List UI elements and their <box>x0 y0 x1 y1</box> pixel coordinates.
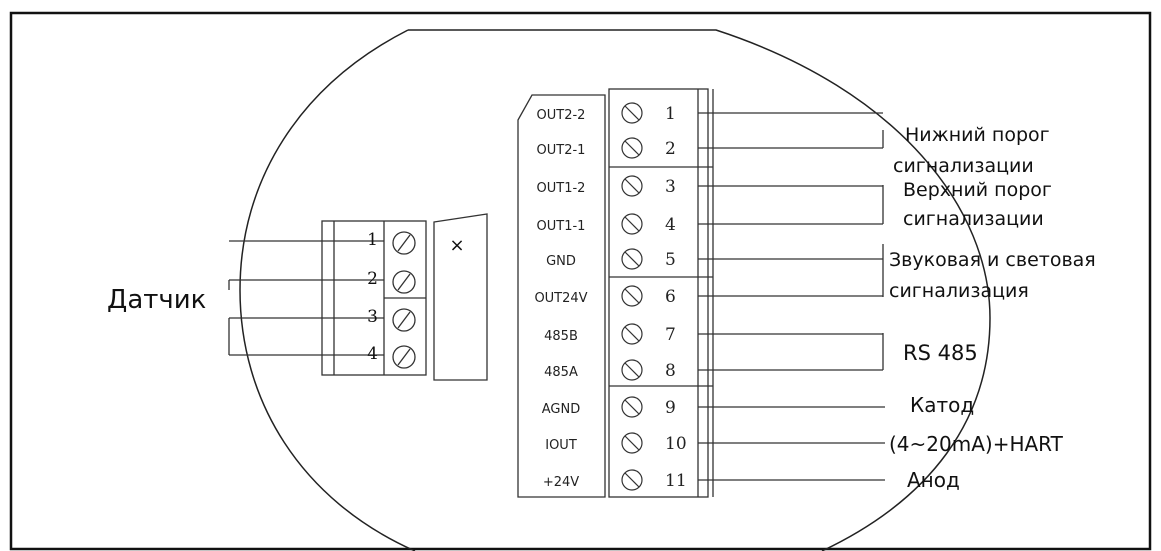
outer-frame <box>9 11 1152 551</box>
terminal-strip <box>608 88 714 498</box>
sensor-wires <box>228 240 384 356</box>
signal-label: OUT1-1 <box>537 219 586 234</box>
terminal-row: 3 <box>621 175 676 197</box>
high-alarm-line1: Верхний порог <box>903 179 1052 201</box>
screw-icon <box>392 345 416 369</box>
sensor-terminal: 3 <box>367 307 416 332</box>
x-component <box>433 213 488 381</box>
terminal-row: 7 <box>621 323 676 345</box>
screw-icon <box>392 308 416 332</box>
signal-label: OUT24V <box>534 291 587 306</box>
terminal-number: 10 <box>665 434 687 454</box>
terminal-row: 1 <box>621 102 676 124</box>
screw-icon <box>621 175 643 197</box>
screw-icon <box>621 285 643 307</box>
sound-light-alarm-line1: Звуковая и световая <box>889 249 1096 271</box>
screw-icon <box>392 231 416 255</box>
sensor-terminal-number: 2 <box>367 269 378 289</box>
low-alarm-line1: Нижний порог <box>905 124 1050 146</box>
screw-icon <box>621 469 643 491</box>
sensor-connector <box>321 220 427 376</box>
sensor-label: Датчик <box>107 285 206 315</box>
sensor-terminal-number: 4 <box>367 344 378 364</box>
signal-label: OUT1-2 <box>537 181 586 196</box>
cathode-label: Катод <box>910 393 974 417</box>
screw-slot <box>624 288 640 304</box>
current-hart-label: (4~20mA)+HART <box>889 432 1064 456</box>
signal-label: GND <box>546 254 576 269</box>
screw-icon <box>621 213 643 235</box>
screw-slot <box>624 105 640 121</box>
screw-icon <box>392 270 416 294</box>
terminal-number: 1 <box>665 104 676 124</box>
signal-label: +24V <box>543 475 579 490</box>
sensor-terminal: 4 <box>367 344 416 369</box>
screw-icon <box>621 359 643 381</box>
signal-label: IOUT <box>545 438 577 453</box>
low-alarm-line2: сигнализации <box>893 155 1034 177</box>
sensor-terminal: 1 <box>367 230 416 255</box>
terminal-row: 8 <box>621 359 676 381</box>
terminal-number: 6 <box>665 287 676 307</box>
screw-icon <box>621 432 643 454</box>
housing-outline-left <box>239 29 416 551</box>
terminal-number: 11 <box>665 471 687 491</box>
screw-icon <box>621 102 643 124</box>
sensor-terminals: 1 2 3 4 <box>367 230 416 369</box>
screw-slot <box>624 140 640 156</box>
terminal-row: 4 <box>621 213 676 235</box>
housing-outline-right <box>408 29 991 551</box>
screw-slot <box>397 311 411 329</box>
screw-slot <box>624 251 640 267</box>
terminal-number: 3 <box>665 177 676 197</box>
screw-slot <box>624 216 640 232</box>
screw-slot <box>624 399 640 415</box>
terminal-row: 11 <box>621 469 687 491</box>
signal-label: 485A <box>544 365 578 380</box>
terminal-number: 2 <box>665 139 676 159</box>
screw-icon <box>621 396 643 418</box>
screw-slot <box>397 273 411 291</box>
screw-slot <box>397 234 411 252</box>
output-wires <box>698 112 885 481</box>
screw-slot <box>624 178 640 194</box>
terminal-number: 4 <box>665 215 676 235</box>
signal-label: AGND <box>542 402 580 417</box>
terminal-number: 7 <box>665 325 676 345</box>
high-alarm-line2: сигнализации <box>903 208 1044 230</box>
sound-light-alarm-line2: сигнализация <box>889 280 1029 302</box>
screw-slot <box>624 435 640 451</box>
signal-label: OUT2-1 <box>537 143 586 158</box>
screw-slot <box>624 472 640 488</box>
terminal-row: 10 <box>621 432 687 454</box>
main-terminals: 1 2 3 4 5 6 7 8 9 10 11 <box>621 102 687 491</box>
screw-slot <box>397 348 411 366</box>
terminal-number: 8 <box>665 361 676 381</box>
screw-icon <box>621 248 643 270</box>
signal-label-column <box>517 94 606 498</box>
terminal-number: 9 <box>665 398 676 418</box>
signal-label: OUT2-2 <box>537 108 586 123</box>
terminal-row: 6 <box>621 285 676 307</box>
sensor-terminal: 2 <box>367 269 416 294</box>
screw-slot <box>624 326 640 342</box>
x-mark: × <box>449 235 464 256</box>
screw-icon <box>621 323 643 345</box>
signal-label: 485B <box>544 329 578 344</box>
screw-slot <box>624 362 640 378</box>
terminal-number: 5 <box>665 250 676 270</box>
terminal-row: 9 <box>621 396 676 418</box>
rs485-label: RS 485 <box>903 341 978 365</box>
sensor-terminal-number: 1 <box>367 230 378 250</box>
terminal-row: 5 <box>621 248 676 270</box>
sensor-terminal-number: 3 <box>367 307 378 327</box>
anode-label: Анод <box>907 468 960 492</box>
screw-icon <box>621 137 643 159</box>
terminal-row: 2 <box>621 137 676 159</box>
